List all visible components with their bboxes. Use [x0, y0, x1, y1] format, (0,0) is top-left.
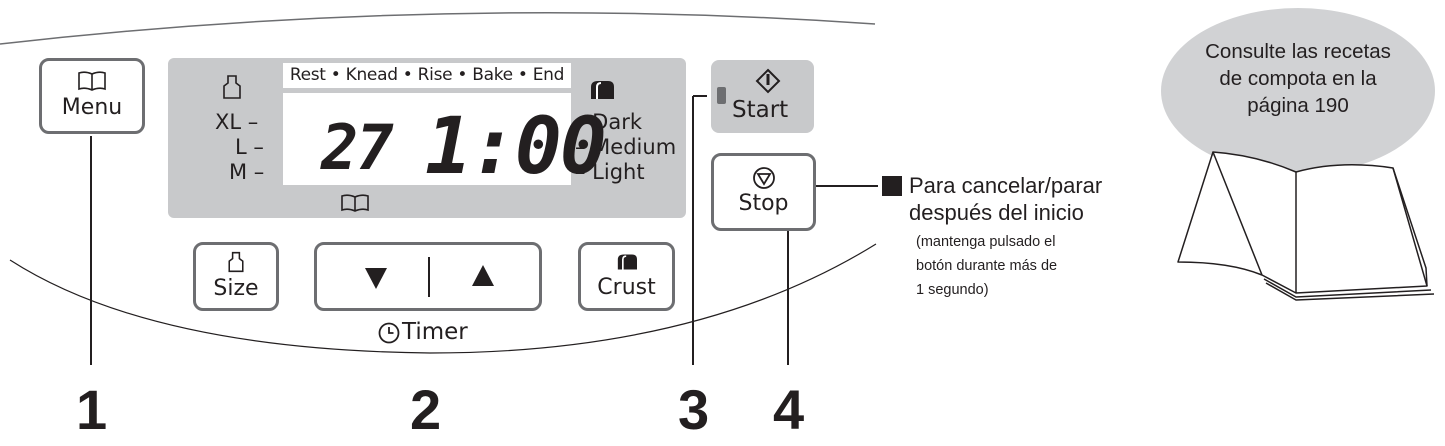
size-button-label: Size [213, 276, 259, 301]
callout-2: 2 [410, 378, 442, 441]
stop-note-detail-line1: (mantenga pulsado el [916, 234, 1056, 250]
program-stages: Rest • Knead • Rise • Bake • End [283, 63, 571, 88]
menu-button-label: Menu [61, 95, 123, 120]
down-arrow-icon[interactable] [363, 265, 389, 291]
speech-bubble-text: Consulte las recetas de compota en la pá… [1163, 38, 1433, 119]
speech-bubble-shape [1161, 8, 1435, 187]
stop-note-detail-line3: 1 segundo) [916, 282, 989, 298]
start-button-label: Start [732, 97, 789, 123]
start-button[interactable] [711, 60, 814, 133]
stop-button-label: Stop [738, 191, 789, 216]
up-arrow-icon[interactable] [470, 263, 496, 289]
bottom-outline-curve [9, 243, 877, 354]
start-icon [755, 68, 781, 94]
size-level-m: M – [229, 160, 265, 184]
bubble-line-1: Consulte las recetas [1205, 40, 1391, 63]
bread-loaf-icon [617, 254, 637, 270]
crust-button-label: Crust [597, 275, 656, 300]
callout-1: 1 [76, 378, 108, 441]
callout-3: 3 [678, 378, 710, 441]
book-icon [78, 71, 106, 91]
timer-buttons-divider [428, 257, 430, 297]
top-outline-curve [0, 12, 876, 45]
callout-4: 4 [773, 378, 805, 441]
stop-button[interactable]: Stop [711, 153, 816, 231]
timer-label: Timer [402, 319, 468, 345]
bubble-line-2: de compota en la [1219, 67, 1377, 90]
timer-buttons [314, 242, 542, 311]
bread-size-icon [228, 251, 244, 273]
menu-button[interactable]: Menu [39, 58, 145, 134]
crust-level-dark: – Dark [575, 110, 643, 134]
stop-note-title-line2: después del inicio [909, 200, 1084, 225]
size-level-xl: XL – [215, 110, 259, 134]
size-button[interactable]: Size [193, 242, 279, 311]
crust-level-light: – Light [575, 160, 645, 184]
size-level-l: L – [235, 135, 264, 159]
stop-icon [752, 167, 775, 189]
stop-note-detail-line2: botón durante más de [916, 258, 1058, 274]
start-indicator-led [717, 87, 726, 104]
stop-note-title-line1: Para cancelar/parar [909, 173, 1103, 198]
crust-button[interactable]: Crust [578, 242, 675, 311]
open-book-icon [1177, 151, 1435, 301]
menu-number: 27 [321, 111, 394, 184]
time-display: 1:00 [425, 102, 607, 192]
square-bullet-icon [882, 176, 902, 196]
crust-level-medium: – Medium [575, 135, 677, 159]
book-icon [341, 194, 369, 212]
bubble-line-3: página 190 [1247, 94, 1349, 117]
lcd-screen: 27 1:00 [283, 93, 607, 187]
bread-size-icon [223, 75, 241, 99]
bread-loaf-icon [591, 81, 614, 99]
clock-icon [378, 322, 400, 344]
